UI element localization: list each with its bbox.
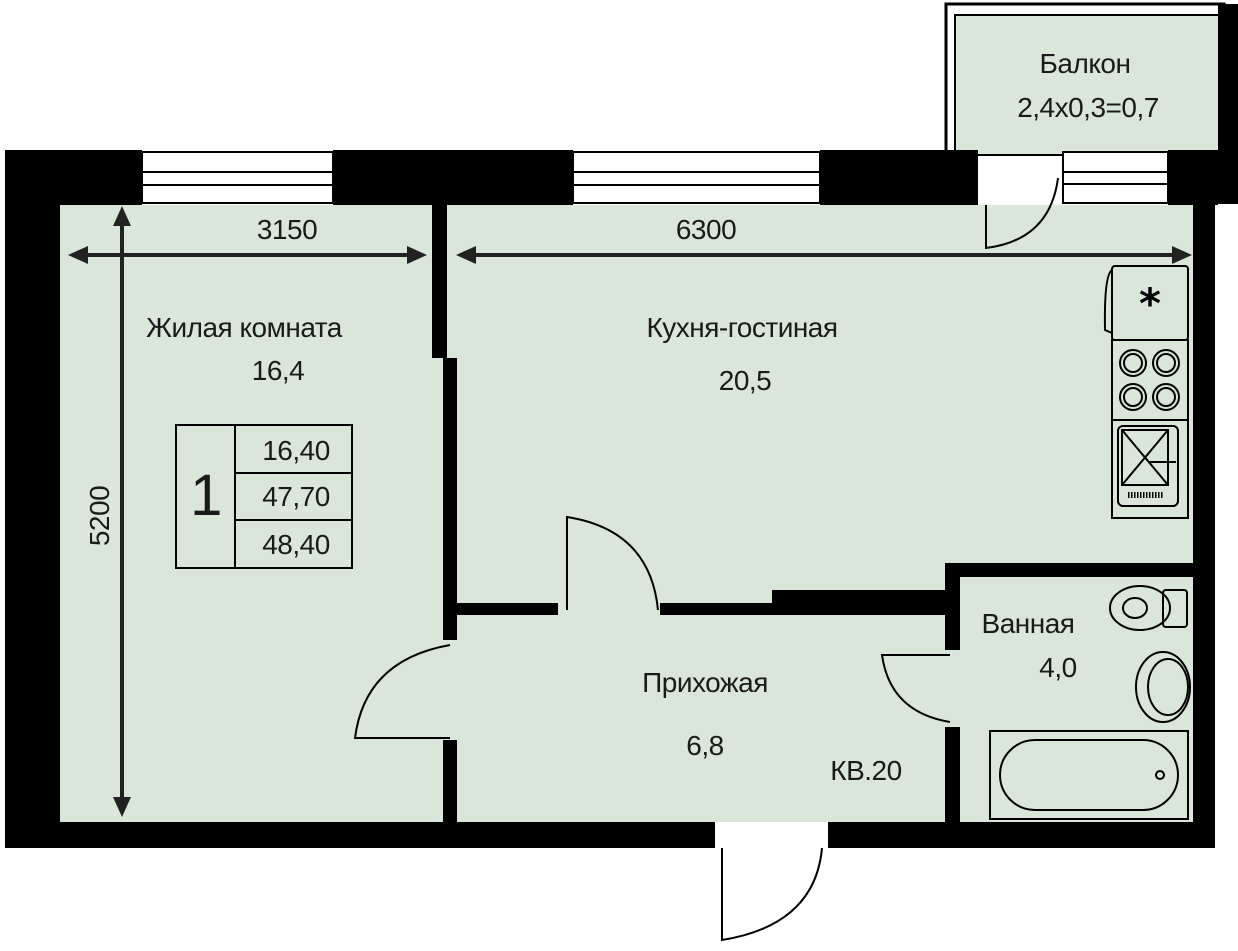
living-room-area: 16,4: [251, 355, 305, 386]
summary-living-area: 16,40: [262, 435, 330, 466]
summary-total-area: 47,70: [262, 481, 330, 512]
kitchen-appliances: [1103, 265, 1189, 519]
inner-walls: [432, 205, 1193, 822]
toilet-icon: [1109, 585, 1171, 631]
floor-area: [60, 205, 1193, 822]
balcony-wall: [1218, 4, 1238, 204]
balcony-name: Балкон: [1039, 48, 1131, 79]
dimension-living-width: 3150: [256, 214, 318, 245]
hall-name: Прихожая: [642, 667, 768, 698]
dimension-lines: [68, 206, 1192, 817]
bath-area: 4,0: [1039, 652, 1077, 683]
washbasin-icon: [1135, 651, 1191, 723]
snowflake-icon: *: [1139, 279, 1161, 328]
balcony-floor: [954, 14, 1221, 156]
kitchen-name: Кухня-гостиная: [646, 312, 838, 343]
windows: [141, 151, 1169, 204]
sink-icon: [1111, 419, 1189, 519]
bathtub-icon: [989, 730, 1189, 820]
summary-rooms: 1: [190, 463, 222, 528]
hall-area: 6,8: [686, 730, 724, 761]
living-room-name: Жилая комната: [146, 312, 342, 343]
outer-walls: [5, 150, 1218, 848]
apartment-label: КВ.20: [830, 755, 902, 786]
bathroom-fixtures: [989, 585, 1191, 820]
bath-name: Ванная: [981, 608, 1075, 639]
balcony-area: 2,4x0,3=0,7: [1017, 92, 1159, 123]
dimension-depth: 5200: [84, 485, 115, 547]
summary-total-with-balcony: 48,40: [262, 529, 330, 560]
kitchen-area: 20,5: [718, 365, 772, 396]
summary-table: [175, 424, 353, 569]
doors: [353, 177, 1059, 942]
dimension-kitchen-width: 6300: [675, 214, 737, 245]
